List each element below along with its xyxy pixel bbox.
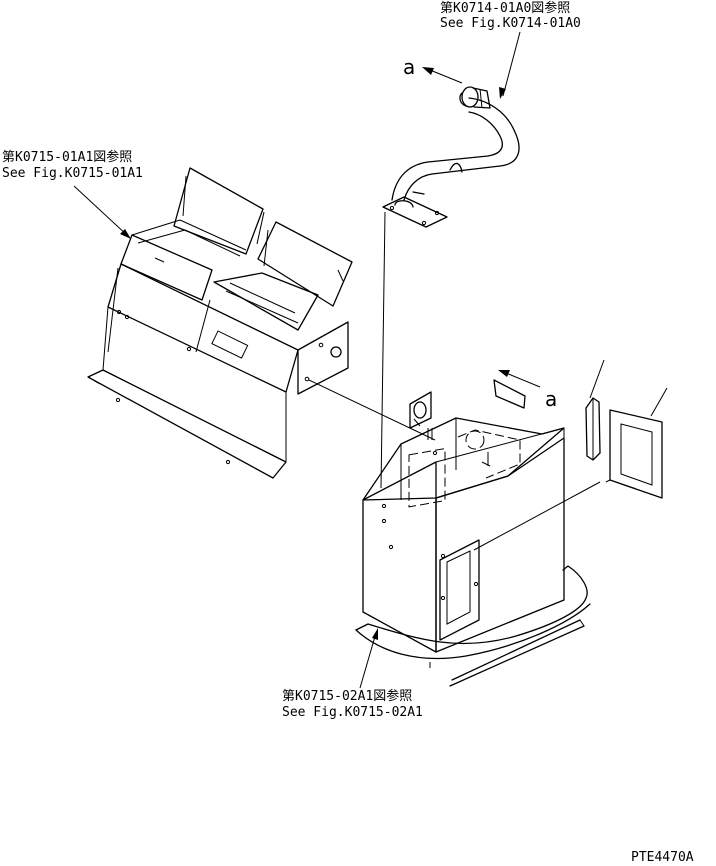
panel-reference-jp: 第K0715-01A1図参照 [2, 149, 132, 165]
drawing-code: PTE4470A [631, 850, 694, 865]
arrow-a-label-top: a [403, 55, 415, 79]
arrow-a-top [422, 67, 463, 84]
tank-reference-en: See Fig.K0715-02A1 [282, 705, 423, 720]
connection-line [308, 379, 436, 441]
leader-lines [73, 31, 668, 689]
gasket-connection-line [473, 481, 601, 551]
hose-reference-jp: 第K0714-01A0図参照 [440, 0, 570, 16]
arrow-a-label-right: a [545, 387, 557, 411]
panel-reference-en: See Fig.K0715-01A1 [2, 166, 143, 181]
seal-strip [585, 397, 601, 461]
hose-reference-en: See Fig.K0714-01A0 [440, 16, 581, 31]
arrow-a-right [498, 370, 541, 388]
tank-housing [355, 379, 591, 687]
console-panel [87, 167, 353, 479]
grommet-part [409, 391, 432, 429]
tank-reference-jp: 第K0715-02A1図参照 [282, 688, 412, 704]
hose-assembly [380, 86, 520, 489]
gasket-frame [605, 409, 663, 499]
